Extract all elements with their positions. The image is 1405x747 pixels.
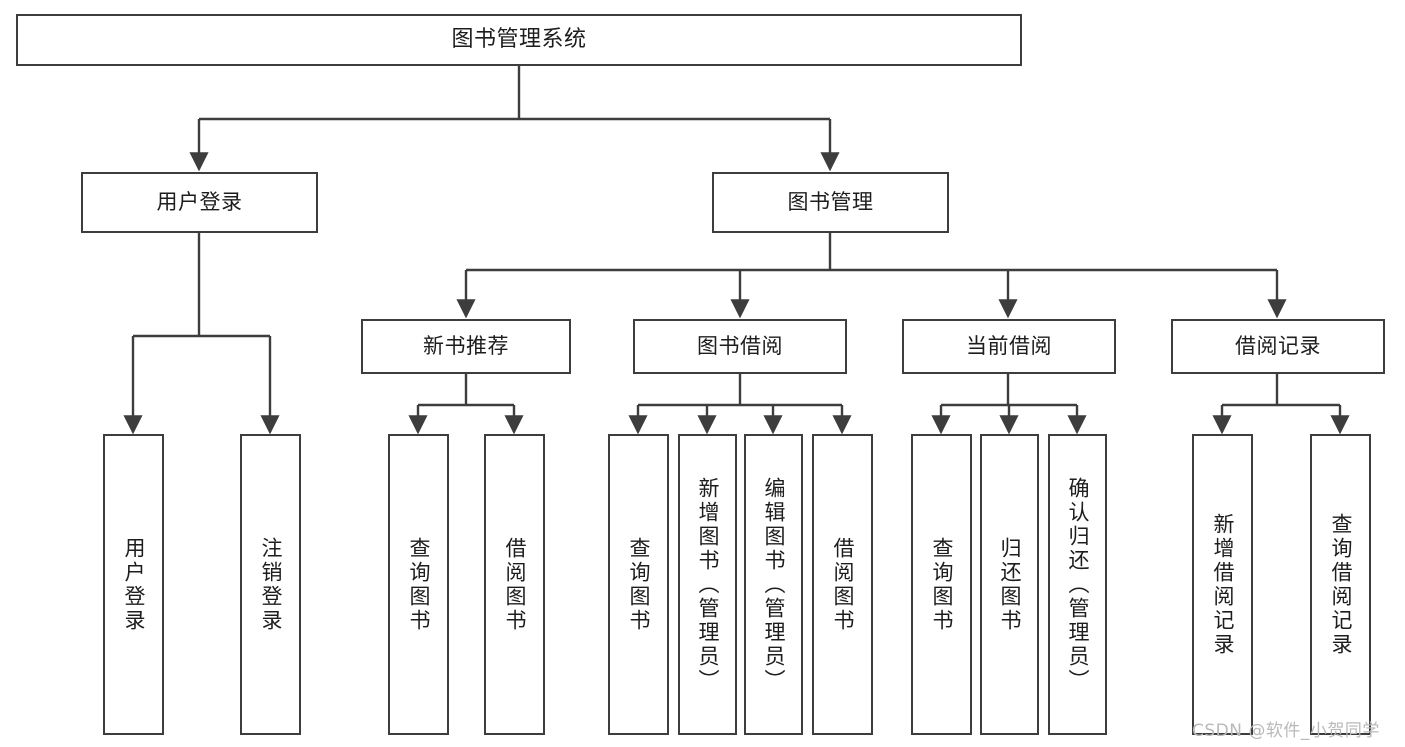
- leaf-borrow-borrow-book[interactable]: 借阅图书: [812, 434, 873, 735]
- node-new-book-recommend-label: 新书推荐: [423, 334, 509, 359]
- leaf-new-book-query[interactable]: 查询图书: [388, 434, 449, 735]
- leaf-record-add-record-label: 新增借阅记录: [1211, 512, 1235, 657]
- leaf-user-login-logout[interactable]: 注销登录: [240, 434, 301, 735]
- leaf-borrow-query-book-label: 查询图书: [627, 536, 651, 633]
- node-borrow-record[interactable]: 借阅记录: [1171, 319, 1385, 374]
- leaf-new-book-borrow[interactable]: 借阅图书: [484, 434, 545, 735]
- node-current-borrow[interactable]: 当前借阅: [902, 319, 1116, 374]
- leaf-borrow-borrow-book-label: 借阅图书: [831, 536, 855, 633]
- leaf-current-confirm-return[interactable]: 确认归还（管理员）: [1048, 434, 1107, 735]
- leaf-new-book-query-label: 查询图书: [407, 536, 431, 633]
- leaf-current-return-book-label: 归还图书: [998, 536, 1022, 633]
- csdn-watermark: CSDN @软件_小贺同学: [1192, 721, 1380, 741]
- node-book-borrow-label: 图书借阅: [697, 334, 783, 359]
- leaf-current-query-book-label: 查询图书: [930, 536, 954, 633]
- leaf-record-add-record[interactable]: 新增借阅记录: [1192, 434, 1253, 735]
- node-user-login-label: 用户登录: [156, 190, 243, 215]
- leaf-borrow-edit-book[interactable]: 编辑图书（管理员）: [744, 434, 803, 735]
- node-root-label: 图书管理系统: [451, 27, 587, 53]
- node-user-login[interactable]: 用户登录: [81, 172, 318, 233]
- node-new-book-recommend[interactable]: 新书推荐: [361, 319, 571, 374]
- leaf-user-login-login-label: 用户登录: [122, 536, 146, 633]
- leaf-user-login-login[interactable]: 用户登录: [103, 434, 164, 735]
- leaf-borrow-query-book[interactable]: 查询图书: [608, 434, 669, 735]
- node-book-management[interactable]: 图书管理: [712, 172, 949, 233]
- leaf-borrow-edit-book-label: 编辑图书（管理员）: [762, 476, 786, 693]
- node-borrow-record-label: 借阅记录: [1235, 334, 1321, 359]
- leaf-record-query-record-label: 查询借阅记录: [1329, 512, 1353, 657]
- node-book-management-label: 图书管理: [787, 190, 874, 215]
- leaf-new-book-borrow-label: 借阅图书: [503, 536, 527, 633]
- leaf-current-confirm-return-label: 确认归还（管理员）: [1066, 476, 1090, 693]
- node-root[interactable]: 图书管理系统: [16, 14, 1022, 66]
- leaf-user-login-logout-label: 注销登录: [259, 536, 283, 633]
- leaf-record-query-record[interactable]: 查询借阅记录: [1310, 434, 1371, 735]
- node-book-borrow[interactable]: 图书借阅: [633, 319, 847, 374]
- node-current-borrow-label: 当前借阅: [966, 334, 1052, 359]
- leaf-current-return-book[interactable]: 归还图书: [980, 434, 1039, 735]
- leaf-current-query-book[interactable]: 查询图书: [911, 434, 972, 735]
- leaf-borrow-add-book[interactable]: 新增图书（管理员）: [678, 434, 737, 735]
- leaf-borrow-add-book-label: 新增图书（管理员）: [696, 476, 720, 693]
